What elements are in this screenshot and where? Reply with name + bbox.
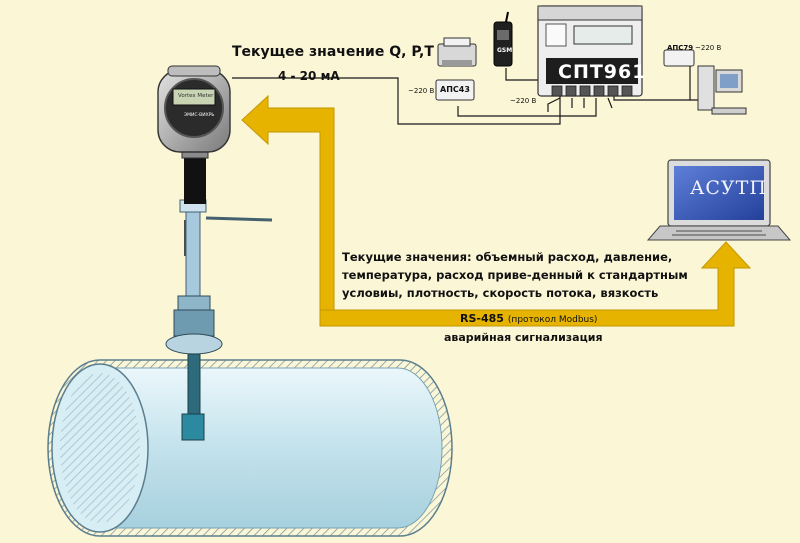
signal-arrow-to-scada: [319, 241, 752, 327]
transmitted-values-line-1: Текущие значения: объемный расход, давле…: [342, 250, 673, 264]
rs485-label: RS-485: [460, 312, 504, 325]
controller-label: СПТ961: [558, 61, 647, 83]
printer-icon: [437, 37, 477, 67]
meter-brand-text: ЭМИС-ВИХРЬ: [184, 113, 215, 118]
transmitted-values-text: Текущие значения: объемный расход, давле…: [342, 248, 688, 302]
power-label-printer: ~220 В: [408, 87, 435, 95]
scada-label: АСУТП: [690, 177, 767, 199]
desktop-computer-icon: [697, 65, 747, 115]
transmitted-values-line-3: условиы, плотность, скорость потока, вяз…: [342, 286, 659, 300]
vortex-flowmeter-icon: [157, 65, 273, 441]
power-label-pc: ~220 В: [695, 44, 722, 52]
signal-arrow-to-meter: [241, 94, 335, 313]
meter-display-text: Vortex Meter: [178, 93, 214, 99]
adapter-icon: [663, 49, 695, 67]
alarm-label: аварийная сигнализация: [444, 331, 603, 344]
adapter-pc-label: АПС79: [667, 44, 694, 52]
adapter-printer-label: АПС43: [440, 85, 470, 94]
transmitted-values-line-2: температура, расход приве-денный к станд…: [342, 268, 688, 282]
pipeline-icon: [47, 359, 453, 537]
laptop-icon: [646, 159, 792, 241]
gsm-label: GSM: [497, 47, 513, 54]
protocol-label: (протокол Modbus): [507, 315, 598, 325]
adapter-icon: [435, 79, 475, 101]
current-loop-label: 4 - 20 мА: [278, 69, 340, 83]
current-value-label: Текущее значение Q, P,T: [232, 44, 434, 60]
interface-label: RS-485(протокол Modbus): [460, 312, 597, 325]
gsm-phone-icon: [493, 11, 513, 67]
controller-icon: [537, 5, 643, 97]
power-label-controller: ~220 В: [510, 97, 537, 105]
